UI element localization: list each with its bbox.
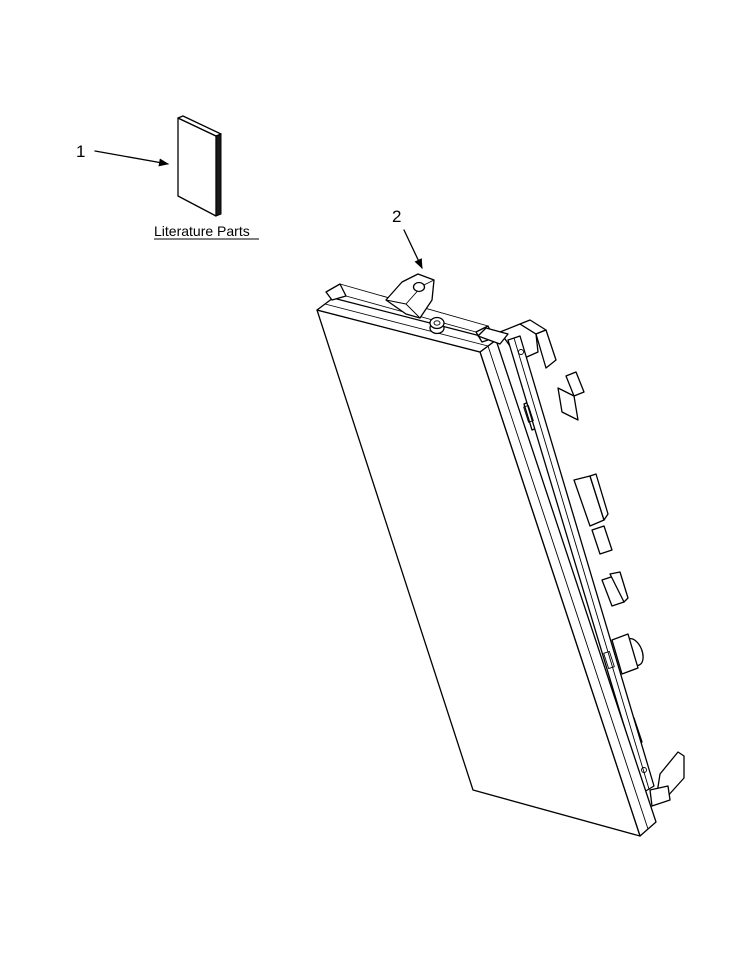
- literature-caption: Literature Parts: [154, 223, 250, 239]
- mounting-tab: [385, 273, 435, 319]
- circuit-board-strip: [507, 335, 655, 793]
- literature-part[interactable]: [177, 115, 222, 217]
- callout-2-label[interactable]: 2: [392, 207, 401, 226]
- control-panel-assembly[interactable]: [316, 273, 685, 837]
- callout-2-leader: [403, 229, 423, 269]
- console-panel: [316, 283, 657, 837]
- screw-icon: [429, 316, 445, 335]
- callout-1-label[interactable]: 1: [76, 142, 85, 161]
- callout-1-leader: [94, 150, 169, 167]
